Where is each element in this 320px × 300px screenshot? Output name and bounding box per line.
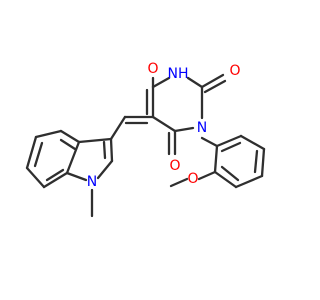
oxygen-label-c4: O bbox=[147, 61, 158, 77]
atom-label-layer: O NH O N O N O bbox=[87, 61, 241, 190]
nitrogen-label-indole: N bbox=[87, 174, 97, 190]
bond-n1-aryl bbox=[200, 136, 219, 148]
bond-c3-c2 bbox=[109, 137, 114, 163]
bond-aryl-c2-c3 bbox=[213, 170, 238, 189]
bond-nh-c2 bbox=[186, 76, 204, 89]
bond-aryl-c4-c5 bbox=[260, 147, 266, 178]
bond-c5indole-c6indole bbox=[25, 135, 38, 170]
molecule-structure-canvas: O NH O N O N O bbox=[25, 61, 266, 218]
bond-c6indole-c7indole bbox=[25, 166, 46, 189]
bond-aryl-c6-c1 bbox=[215, 134, 243, 148]
bond-ch-c3 bbox=[109, 115, 127, 141]
bond-aryl-c6-c1-inner bbox=[220, 141, 242, 153]
oxygen-label-c6: O bbox=[169, 158, 180, 174]
oxygen-label-methoxy: O bbox=[187, 171, 198, 187]
bond-c4indole-c5indole bbox=[34, 129, 63, 139]
bond-c2-o-inner bbox=[203, 79, 227, 94]
bond-aryl-c2-c3-inner bbox=[220, 165, 240, 182]
bond-aryl-c4-c5-inner bbox=[253, 149, 259, 174]
bond-c3-c3a bbox=[77, 137, 113, 144]
bond-aryl-c5-c6 bbox=[239, 134, 266, 151]
bond-aryl-c1-c2 bbox=[213, 144, 219, 174]
bond-c4-nh bbox=[151, 76, 171, 89]
bond-c3a-c4indole-inner bbox=[59, 138, 77, 151]
molecule-structure-diagram: O NH O N O N O bbox=[25, 61, 266, 218]
bond-c2-nindole bbox=[96, 159, 114, 180]
bond-c2-o bbox=[200, 73, 225, 89]
bond-c3a-c7a bbox=[65, 140, 81, 175]
bond-nindole-c7a bbox=[65, 171, 88, 182]
bond-aryl-c3-c4 bbox=[234, 174, 264, 189]
bond-o-methoxy-methyl bbox=[169, 177, 189, 188]
bond-aryl-o-methoxy bbox=[197, 170, 217, 181]
nitrogen-label-n1: N bbox=[197, 120, 207, 136]
bond-c7indole-c7a bbox=[42, 171, 69, 189]
bond-n1-c6 bbox=[173, 126, 195, 133]
bond-c5indole-c6indole-inner bbox=[33, 141, 44, 168]
bond-c6-c5 bbox=[151, 115, 177, 133]
bond-c3-c2-inner bbox=[102, 140, 107, 160]
nh-label: NH bbox=[168, 66, 189, 82]
bond-c7indole-c7a-inner bbox=[45, 168, 65, 182]
bond-layer bbox=[25, 73, 266, 218]
bond-c3a-c4indole bbox=[59, 129, 81, 144]
oxygen-label-c2: O bbox=[229, 63, 240, 79]
